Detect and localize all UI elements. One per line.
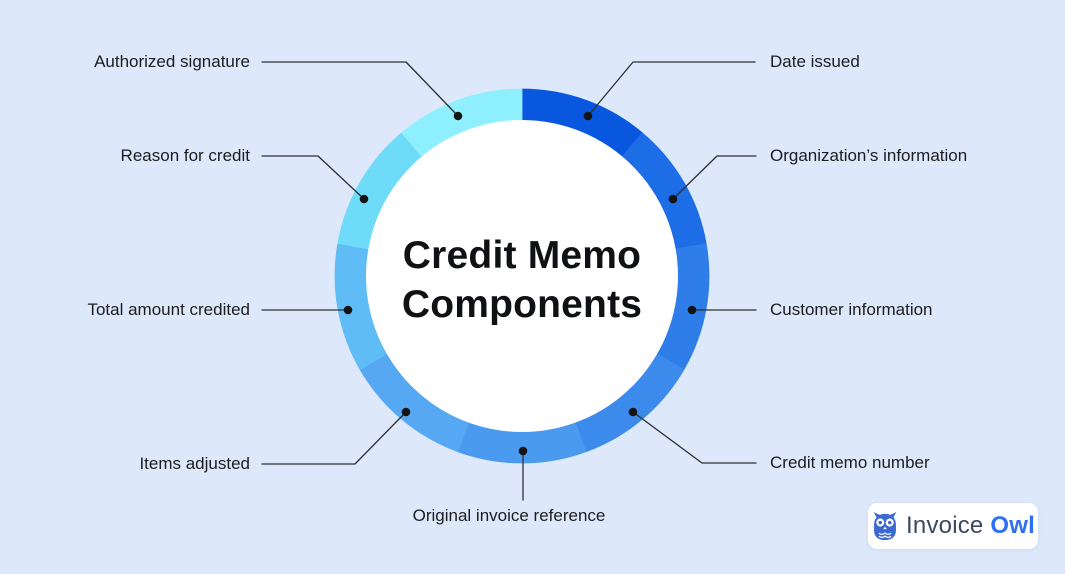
logo-invoice-word: Invoice [906, 512, 984, 539]
owl-icon [873, 511, 897, 540]
logo-owl-word: Owl [990, 512, 1035, 539]
leader-dot-6 [343, 305, 353, 315]
leader-dot-7 [359, 194, 369, 204]
label-items-adjusted: Items adjusted [139, 454, 250, 473]
logo-wordmark: Invoice Owl [906, 512, 1035, 540]
leader-dot-2 [687, 305, 697, 315]
diagram-title-line2: Components [401, 283, 643, 326]
leader-dot-5 [401, 407, 411, 417]
leader-dot-8 [453, 111, 463, 121]
leader-line-8 [261, 61, 459, 117]
leader-line-1 [672, 155, 757, 200]
diagram-title: Credit Memo Components [402, 231, 642, 329]
label-total-amount-credited: Total amount credited [87, 300, 250, 319]
invoiceowl-logo: Invoice Owl [868, 503, 1038, 549]
leader-line-7 [261, 155, 365, 200]
leader-line-3 [632, 411, 757, 464]
leader-dot-0 [583, 111, 593, 121]
label-authorized-signature: Authorized signature [94, 52, 250, 71]
leader-line-0 [587, 61, 756, 117]
leader-dot-4 [518, 446, 528, 456]
leader-dot-3 [628, 407, 638, 417]
label-organizations-information: Organization’s information [770, 146, 968, 165]
leader-line-5 [261, 411, 407, 465]
label-reason-for-credit: Reason for credit [120, 146, 250, 165]
inner-circle [366, 120, 678, 432]
label-customer-information: Customer information [770, 300, 933, 319]
leader-dot-1 [668, 194, 678, 204]
label-original-invoice-reference: Original invoice reference [412, 506, 606, 525]
label-date-issued: Date issued [770, 52, 860, 71]
diagram-title-line1: Credit Memo [402, 233, 642, 277]
label-credit-memo-number: Credit memo number [770, 453, 930, 472]
